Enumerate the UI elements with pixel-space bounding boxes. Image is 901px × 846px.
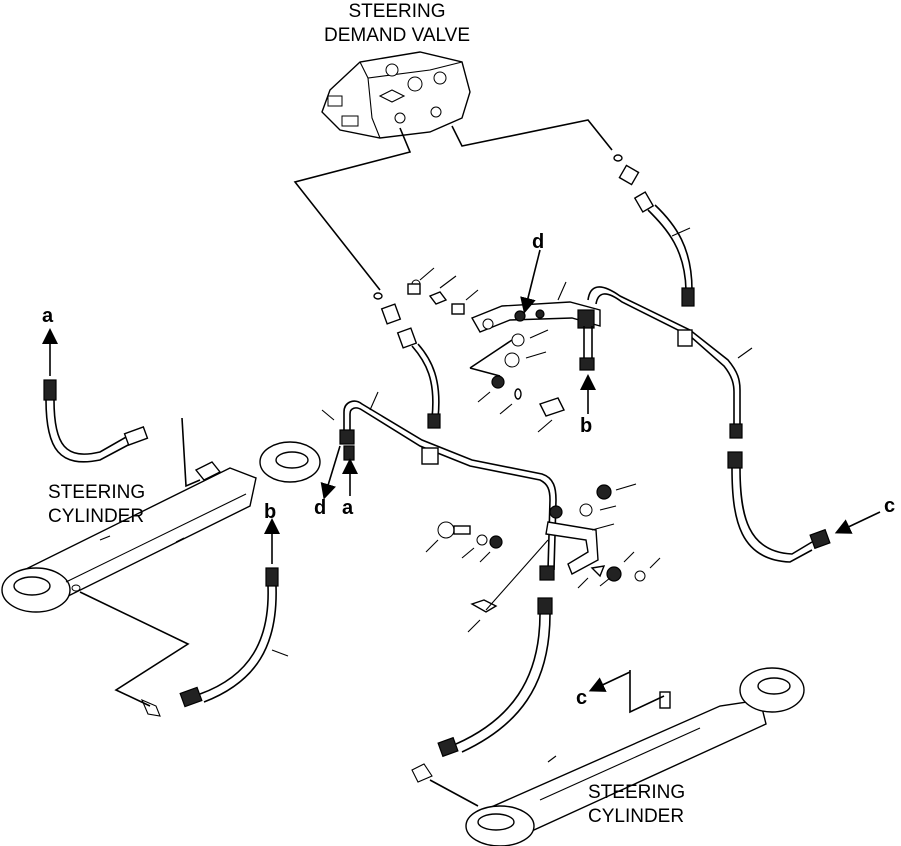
ref-a-top: a <box>42 305 54 327</box>
lower-hose <box>411 597 553 807</box>
middle-pipe <box>321 391 557 581</box>
ref-b-left: b <box>264 501 276 523</box>
upper-pipe-bracket <box>470 281 753 439</box>
demand-valve-label-line2: DEMAND VALVE <box>324 25 470 46</box>
upper-small-parts <box>407 267 565 433</box>
lower-pipe-bracket <box>545 483 661 589</box>
steering-demand-valve <box>321 51 471 139</box>
left-upper-hose <box>43 379 149 463</box>
leader-left-cylinder-lower <box>79 591 190 707</box>
u-clip <box>467 539 549 633</box>
left-cylinder-label-line1: STEERING <box>48 482 145 503</box>
ref-d-mid: d <box>314 497 326 519</box>
arrow-c-bottom <box>588 671 631 692</box>
left-cylinder-label-line2: CYLINDER <box>48 506 144 527</box>
arrow-d-top <box>520 249 541 314</box>
leader-valve-left <box>293 127 412 291</box>
ref-d-top: d <box>532 231 544 253</box>
ref-b-top: b <box>580 415 592 437</box>
right-hose <box>727 451 831 563</box>
bottom-steering-cylinder <box>465 667 805 846</box>
lower-bolt-set <box>425 521 503 563</box>
ref-c-bottom: c <box>576 687 587 709</box>
arrow-d-mid <box>320 445 341 500</box>
middle-left-hose <box>373 292 441 429</box>
leader-valve-right <box>451 119 613 151</box>
ref-a-mid: a <box>342 497 354 519</box>
demand-valve-label-line1: STEERING <box>348 1 445 22</box>
bottom-cylinder-label-line1: STEERING <box>588 782 685 803</box>
arrow-c-right <box>834 511 881 534</box>
left-steering-cylinder <box>1 441 321 613</box>
leader-bottom-cylinder <box>629 670 665 714</box>
bottom-cylinder-label-line2: CYLINDER <box>588 806 684 827</box>
left-lower-hose <box>140 567 289 717</box>
leader-left-cylinder-upper <box>181 417 201 488</box>
ref-c-right: c <box>884 495 895 517</box>
upper-right-hose <box>613 154 695 307</box>
